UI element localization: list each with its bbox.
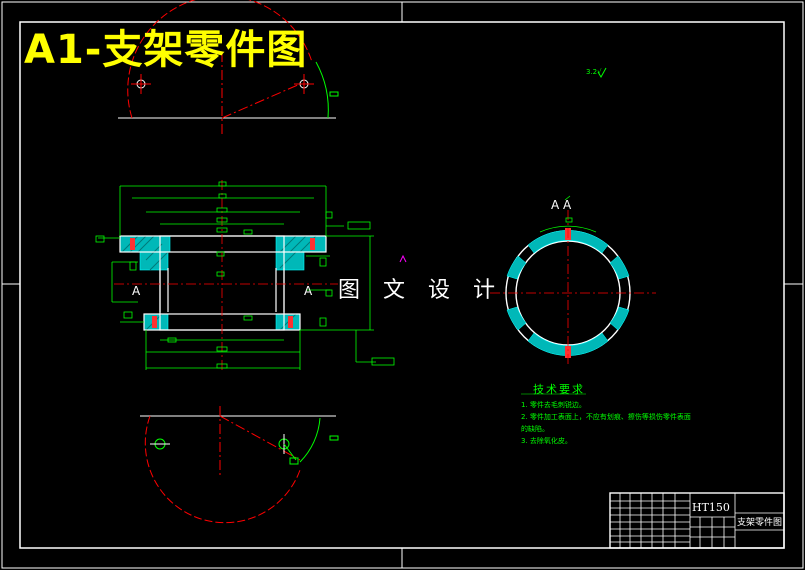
watermark-text: 图 文 设 计 [338,278,503,303]
top-partial-view [118,0,339,136]
part-name-cell: 支架零件图 [737,518,783,528]
section-mark-left: A [132,284,141,298]
title-block [609,492,785,549]
tech-note-2: 2. 零件加工表面上，不应有划痕、擦伤等损伤零件表面 [521,413,691,421]
tech-note-3: 3. 去除氧化皮。 [521,437,572,445]
surface-finish-label: 3.2√ [586,68,602,76]
front-section-view [95,180,395,370]
bottom-partial-view [140,406,339,524]
material-cell: HT150 [692,501,730,514]
tech-requirements-title: 技术要求 [533,383,585,396]
surface-finish-icon [597,67,607,78]
section-aa-view [490,195,656,366]
magenta-marker-icon [399,254,407,263]
drawing-title: A1-支架零件图 [24,27,308,73]
tech-note-1: 1. 零件去毛刺锐边。 [521,401,586,409]
tech-note-2-cont: 的缺陷。 [521,425,549,433]
section-label-aa: A A [551,198,572,212]
section-mark-right: A [304,284,313,298]
